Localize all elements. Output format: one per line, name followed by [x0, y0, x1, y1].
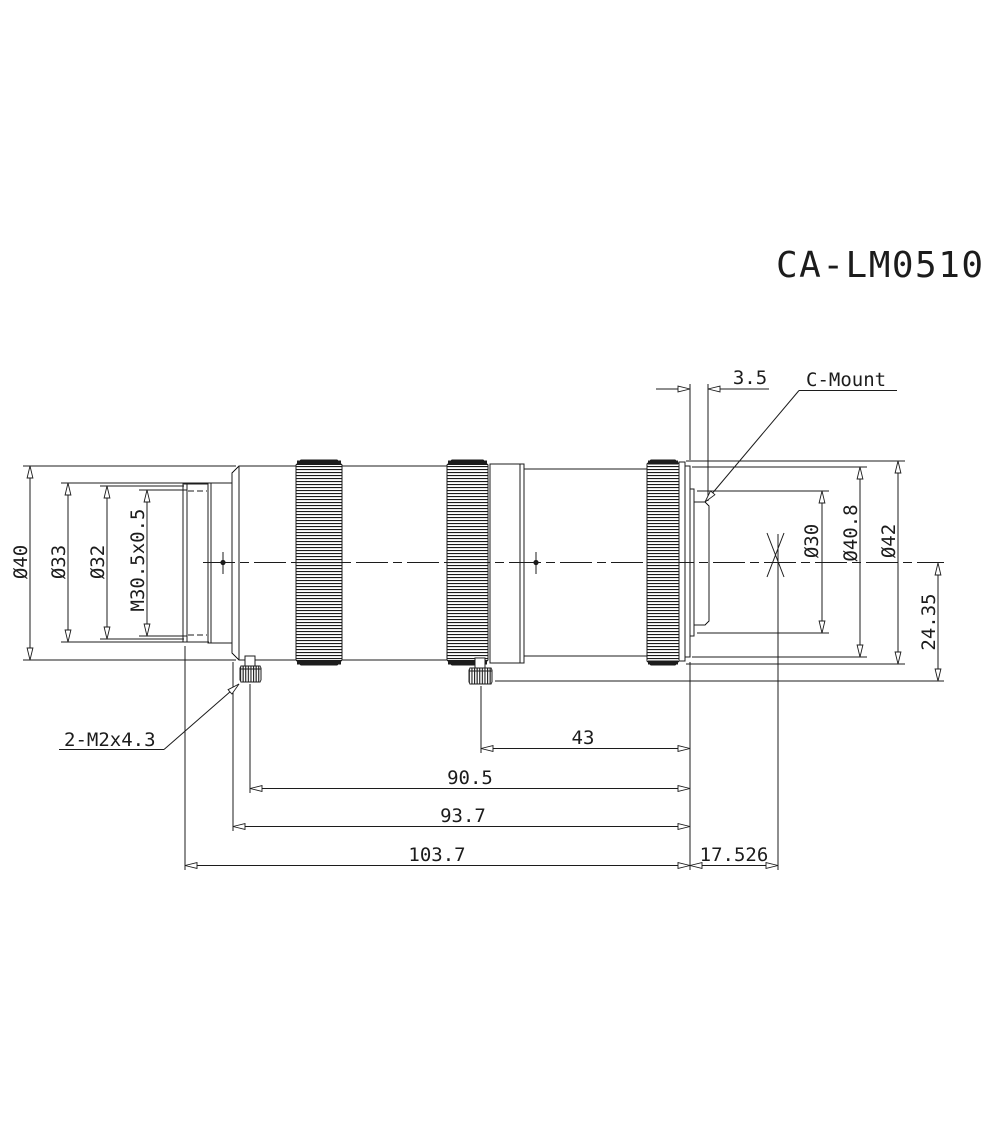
dim-front-ring-diameter: Ø33 — [48, 482, 72, 643]
dim-axis-to-bottom: 24.35 — [918, 562, 942, 682]
dim-overall-to-flange: 103.7 — [184, 844, 691, 869]
dim-front-screw-to-flange: 90.5 — [249, 767, 691, 792]
callouts: C-Mount 2-M2x4.3 — [59, 369, 897, 751]
rear-flange-body — [684, 465, 691, 658]
dim-thread-protrusion: 3.5 — [656, 367, 769, 393]
dim-flange-focal-distance: 17.526 — [689, 844, 779, 869]
dim-front-outer-diameter: Ø40 — [10, 465, 34, 661]
lens-body — [182, 459, 710, 685]
center-mark-mid — [533, 552, 539, 574]
extension-lines — [23, 384, 944, 870]
dim-label-dia42: Ø42 — [878, 524, 900, 558]
dim-filter-thread: M30.5x0.5 — [127, 489, 151, 637]
set-screw-leader — [163, 683, 240, 750]
center-mark-front — [220, 552, 226, 574]
dim-label-24-35: 24.35 — [918, 593, 940, 650]
dim-label-dia33: Ø33 — [48, 545, 70, 579]
rear-flange-ring — [678, 461, 686, 662]
set-screw-front — [239, 655, 262, 683]
c-mount-thread — [693, 501, 710, 626]
dim-rear-screw-to-flange: 43 — [480, 727, 691, 752]
dim-label-dia32: Ø32 — [87, 545, 109, 579]
dim-label-3-5: 3.5 — [733, 367, 767, 389]
callout-c-mount: C-Mount — [704, 369, 897, 503]
dim-grip-ring-diameter: Ø42 — [878, 460, 902, 665]
c-mount-label: C-Mount — [806, 369, 886, 391]
collar-ring — [489, 463, 525, 664]
dim-label-103-7: 103.7 — [408, 844, 465, 866]
set-screw-label: 2-M2x4.3 — [64, 729, 156, 751]
c-mount-leader — [704, 390, 800, 503]
dim-label-filter-thread: M30.5x0.5 — [127, 509, 149, 612]
dim-label-93-7: 93.7 — [440, 805, 486, 827]
set-screw-rear — [468, 657, 493, 685]
callout-set-screws: 2-M2x4.3 — [59, 683, 240, 751]
dim-label-90-5: 90.5 — [447, 767, 493, 789]
dim-label-dia30: Ø30 — [801, 524, 823, 558]
dim-label-dia40: Ø40 — [10, 545, 32, 579]
dim-barrel-to-flange: 93.7 — [232, 805, 691, 830]
part-number-title: CA-LM0510 — [776, 245, 985, 286]
dim-rear-opening-diameter: Ø30 — [801, 490, 826, 634]
dim-label-17-526: 17.526 — [700, 844, 769, 866]
dim-label-dia40-8: Ø40.8 — [840, 504, 862, 561]
image-plane-mark — [766, 532, 785, 578]
dimensions: Ø40 Ø33 Ø32 M30.5x0.5 3.5 Ø30 Ø40.8 — [10, 367, 942, 869]
dim-rear-barrel-diameter: Ø40.8 — [840, 466, 864, 658]
dim-label-43: 43 — [572, 727, 595, 749]
dim-filter-ring-diameter: Ø32 — [87, 485, 111, 640]
